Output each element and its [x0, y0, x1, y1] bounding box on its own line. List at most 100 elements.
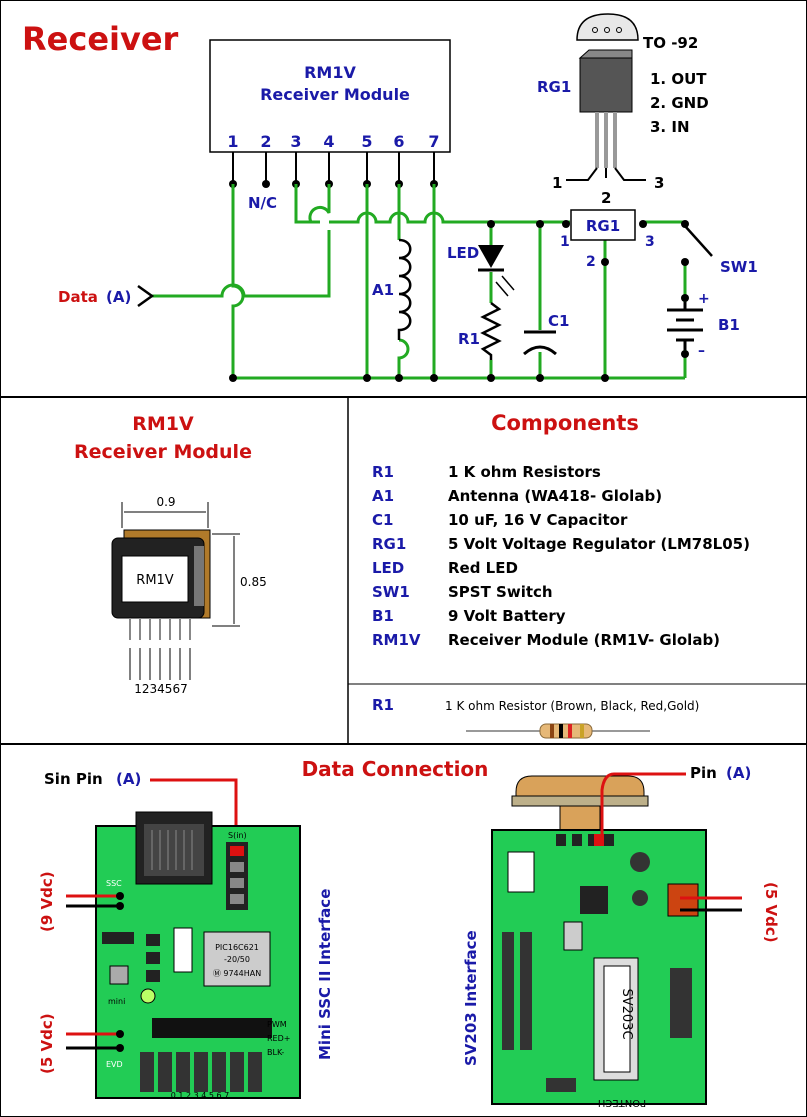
to92-package — [566, 13, 646, 181]
component-desc: SPST Switch — [448, 583, 553, 601]
ssc-evd-label: EVD — [106, 1060, 123, 1069]
module-height-dim: 0.85 — [240, 575, 267, 589]
module-dimension-height — [212, 533, 240, 627]
component-ref: B1 — [372, 607, 394, 625]
component-desc: Antenna (WA418- Glolab) — [448, 487, 662, 505]
data-connection-title: Data Connection — [302, 757, 489, 781]
to92-pin-1: 1. OUT — [650, 70, 707, 88]
ssc-chip-line1: PIC16C621 — [215, 943, 259, 952]
component-ref: C1 — [372, 511, 393, 529]
pin-dots — [229, 180, 438, 188]
component-ref: A1 — [372, 487, 394, 505]
component-ref: RG1 — [372, 535, 406, 553]
resistor-desc: 1 K ohm Resistor (Brown, Black, Red,Gold… — [445, 699, 699, 713]
receiver-title: Receiver — [22, 20, 179, 58]
r1-resistor-symbol — [480, 302, 502, 360]
led-label: LED — [447, 244, 479, 262]
module-width-dim: 0.9 — [156, 495, 175, 509]
ssc-ssc-label: SSC — [106, 879, 122, 888]
right-5vdc-label: (5 Vdc) — [762, 882, 780, 943]
rg1-pin1-label: 1 — [560, 234, 570, 250]
b1-label: B1 — [718, 316, 740, 334]
to92-title: TO -92 — [643, 34, 698, 52]
sin-pin-tag: (A) — [116, 770, 141, 788]
to92-pin-3: 3. IN — [650, 118, 690, 136]
pin-1-label: 1 — [227, 132, 238, 151]
components-list: R1 1 K ohm Resistors A1 Antenna (WA418- … — [372, 463, 750, 649]
sv203-brand-label: PONTECH — [598, 1097, 646, 1108]
component-desc: 5 Volt Voltage Regulator (LM78L05) — [448, 535, 750, 553]
to92-leg-3: 3 — [654, 174, 664, 192]
junction-dots — [229, 220, 689, 382]
to92-leg-2: 2 — [601, 189, 611, 207]
data-label: Data — [58, 288, 98, 306]
pin-7-label: 7 — [428, 132, 439, 151]
battery-minus: – — [698, 343, 705, 359]
ssc-sin-label: S(in) — [228, 831, 247, 840]
resistor-picture — [466, 723, 650, 739]
module-label-line2: Receiver Module — [260, 85, 410, 104]
right-power-wires — [680, 896, 742, 912]
sw1-label: SW1 — [720, 258, 758, 276]
nc-label: N/C — [248, 194, 277, 212]
left-5vdc-label: (5 Vdc) — [38, 1013, 56, 1074]
rm1v-module-picture — [111, 529, 211, 680]
antenna-coil-a1 — [397, 238, 412, 340]
left-power-wires — [66, 894, 120, 1050]
data-pin-label: (A) — [106, 288, 131, 306]
component-ref: LED — [372, 559, 404, 577]
b1-battery-symbol — [667, 302, 703, 350]
component-desc: Red LED — [448, 559, 518, 577]
r1-label: R1 — [458, 330, 480, 348]
mini-ssc-label: Mini SSC II Interface — [316, 889, 334, 1060]
to92-rg1-label: RG1 — [537, 78, 571, 96]
left-9vdc-label: (9 Vdc) — [38, 871, 56, 932]
ssc-blk-label: BLK- — [267, 1048, 284, 1057]
ssc-chip-line3: Ⓜ 9744HAN — [213, 969, 261, 978]
resistor-ref: R1 — [372, 696, 394, 714]
sv203-chip-label: SV203C — [619, 988, 634, 1039]
to92-pin-2: 2. GND — [650, 94, 709, 112]
sv203-label: SV203 Interface — [462, 930, 480, 1066]
ssc-mini-label: mini — [108, 997, 125, 1006]
rg1-box-label: RG1 — [586, 217, 620, 235]
sv-pin-wire — [600, 772, 686, 838]
data-input-arrow — [137, 284, 155, 308]
sw1-switch-arm — [684, 225, 713, 257]
rm1v-module-box — [209, 39, 451, 153]
battery-plus: + — [698, 291, 710, 307]
component-ref: SW1 — [372, 583, 410, 601]
mini-ssc-board — [95, 811, 301, 1099]
component-desc: 9 Volt Battery — [448, 607, 566, 625]
schematic-wiring — [152, 184, 687, 380]
pin-2-label: 2 — [260, 132, 271, 151]
module-box-title1: RM1V — [132, 413, 194, 435]
pin-6-label: 6 — [393, 132, 404, 151]
pin-label: Pin — [690, 764, 717, 782]
sin-pin-label: Sin Pin — [44, 770, 103, 788]
ssc-chip-line2: -20/50 — [224, 955, 250, 964]
rg1-regulator-box — [570, 209, 636, 241]
led-symbol — [478, 245, 515, 297]
c1-label: C1 — [548, 312, 569, 330]
pin-4-label: 4 — [323, 132, 334, 151]
pin-5-label: 5 — [361, 132, 372, 151]
sin-pin-wire — [150, 778, 238, 840]
component-ref: RM1V — [372, 631, 421, 649]
rg1-pin2-label: 2 — [586, 254, 596, 270]
component-desc: 10 uF, 16 V Capacitor — [448, 511, 628, 529]
sv203-board — [491, 775, 707, 1105]
module-label-line1: RM1V — [304, 63, 356, 82]
module-pin-numbers-text: 1234567 — [134, 682, 187, 696]
module-chip-label: RM1V — [136, 573, 174, 588]
module-pin-leads — [232, 152, 435, 183]
module-pin-numbers: 1 2 3 4 5 6 7 — [227, 132, 439, 151]
component-ref: R1 — [372, 463, 394, 481]
pin-3-label: 3 — [290, 132, 301, 151]
ssc-pwm-label: PWM — [267, 1020, 287, 1029]
rg1-pin3-label: 3 — [645, 234, 655, 250]
to92-leg-1: 1 — [552, 174, 562, 192]
c1-capacitor-symbol — [523, 330, 557, 356]
components-title: Components — [491, 411, 639, 435]
